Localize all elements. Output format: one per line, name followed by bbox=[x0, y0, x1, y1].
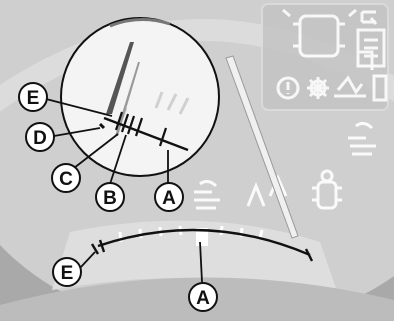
svg-text:A: A bbox=[196, 288, 210, 309]
inset-tick-cluster bbox=[114, 111, 168, 147]
leader-upper-e bbox=[45, 98, 113, 117]
text-symbol-icon bbox=[356, 10, 386, 68]
svg-text:C: C bbox=[59, 169, 73, 190]
leader-upper-c bbox=[73, 133, 119, 169]
inset-arc-mark bbox=[109, 18, 171, 28]
gear-icon bbox=[307, 77, 329, 99]
callout-upper-e: E bbox=[18, 82, 48, 112]
range-arc-end-tick bbox=[304, 248, 314, 262]
seatbelt-icon bbox=[372, 74, 388, 102]
gauge-needle bbox=[225, 55, 299, 239]
headlight-wash-icon bbox=[348, 121, 376, 156]
traction-icon bbox=[336, 75, 364, 95]
inset-circle bbox=[60, 17, 220, 177]
inset-needle bbox=[106, 42, 134, 114]
panel-corner-mark bbox=[358, 50, 374, 70]
leader-upper-d bbox=[53, 127, 101, 137]
svg-text:D: D bbox=[33, 128, 47, 149]
magnified-inset bbox=[60, 17, 220, 177]
range-arc bbox=[97, 228, 311, 257]
range-arc-second-tick bbox=[98, 239, 106, 253]
tick-chevron-right bbox=[268, 174, 288, 197]
car-symbol-icon bbox=[282, 8, 357, 58]
svg-text:E: E bbox=[61, 263, 74, 284]
upper-leaders bbox=[45, 98, 169, 185]
leader-lower-a bbox=[199, 241, 203, 283]
leader-upper-b bbox=[109, 134, 127, 185]
callout-upper-b: B bbox=[95, 182, 125, 212]
door-lock-icon bbox=[312, 169, 342, 210]
callout-upper-c: C bbox=[51, 163, 81, 193]
callout-lower-a: A bbox=[188, 282, 218, 312]
svg-text:B: B bbox=[103, 188, 117, 209]
washer-icon bbox=[194, 179, 220, 210]
svg-text:A: A bbox=[162, 188, 176, 209]
gauge-ticks bbox=[118, 225, 264, 246]
leader-lower-e bbox=[79, 251, 96, 269]
inset-small-mark bbox=[98, 122, 106, 130]
warning-light-panel bbox=[261, 3, 389, 111]
tire-pressure-icon bbox=[276, 76, 300, 100]
callout-upper-a: A bbox=[154, 182, 184, 212]
svg-text:E: E bbox=[27, 88, 40, 109]
tick-chevron-left bbox=[246, 181, 266, 207]
callout-upper-d: D bbox=[25, 122, 55, 152]
callout-lower-e: E bbox=[52, 257, 82, 287]
dial-symbols bbox=[194, 121, 376, 210]
range-arc-start-tick bbox=[90, 243, 100, 255]
